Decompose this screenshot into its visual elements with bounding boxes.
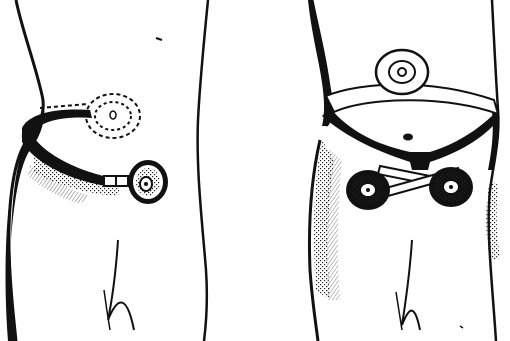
right-thigh-line — [402, 240, 420, 330]
left-thigh-line — [108, 240, 134, 330]
right-left-clip-appliance — [346, 170, 390, 210]
right-panel — [308, 0, 500, 341]
right-navel — [403, 134, 413, 141]
right-right-hip-shading — [486, 180, 500, 260]
right-strap-cross-band — [410, 162, 430, 170]
left-panel — [6, 0, 208, 341]
right-right-clip-appliance — [429, 167, 473, 207]
left-belt-clip-appliance — [128, 160, 168, 204]
right-hip-hatch — [326, 150, 342, 300]
left-torso-front-outline — [198, 0, 208, 341]
right-torso-right-outline — [489, 0, 499, 341]
right-torso-left-shadow — [308, 0, 334, 126]
right-stoma-ring-upper — [376, 50, 428, 94]
right-thigh-fold — [396, 292, 402, 330]
